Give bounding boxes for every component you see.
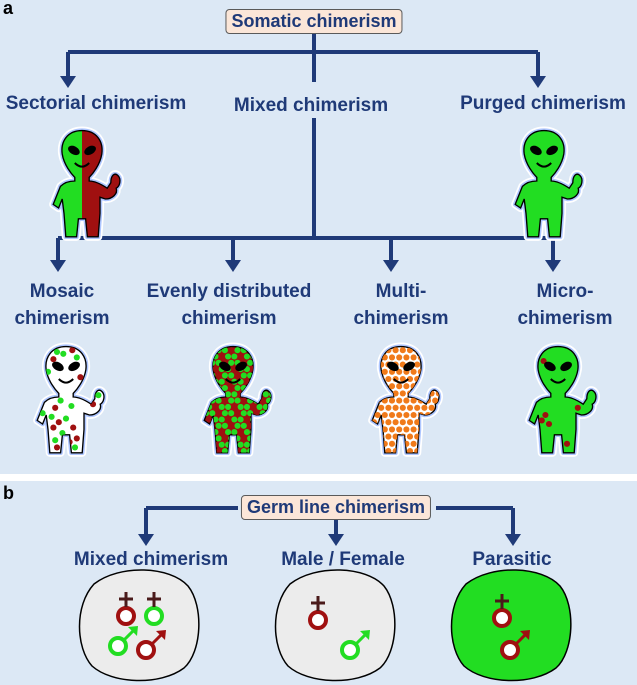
male-symbol-icon	[108, 626, 138, 656]
label-line: Micro-	[536, 281, 594, 302]
female-symbol-icon	[116, 592, 136, 626]
arrowhead-icon	[328, 534, 344, 546]
label-germ-mixed: Mixed chimerism	[73, 549, 229, 570]
germ-line-title: Germ line chimerism	[240, 495, 432, 520]
female-symbol-icon	[308, 596, 328, 630]
panel-letter-b: b	[3, 483, 14, 503]
arrowhead-icon	[545, 260, 561, 272]
arrowhead-icon	[60, 76, 76, 88]
alien-micro	[525, 342, 600, 457]
somatic-title: Somatic chimerism	[225, 9, 403, 34]
arrowhead-icon	[505, 534, 521, 546]
male-symbol-icon	[136, 630, 166, 660]
arrowhead-icon	[50, 260, 66, 272]
label-parasitic: Parasitic	[472, 549, 552, 570]
label-mosaic: Mosaic chimerism	[14, 278, 109, 332]
label-purged: Purged chimerism	[460, 93, 626, 114]
alien-multi	[368, 342, 443, 457]
germ-mixed-blob	[78, 569, 200, 682]
female-symbol-icon	[144, 592, 164, 626]
male-symbol-icon	[340, 630, 370, 660]
germ-male-female-blob	[274, 569, 396, 682]
arrowhead-icon	[225, 260, 241, 272]
label-line: chimerism	[353, 308, 449, 329]
germ-parasitic-blob	[450, 569, 572, 682]
label-mixed: Mixed chimerism	[233, 95, 389, 116]
arrowhead-icon	[530, 76, 546, 88]
arrowhead-icon	[138, 534, 154, 546]
alien-purged	[511, 126, 586, 241]
label-line: chimerism	[14, 308, 110, 329]
alien-evenly	[200, 342, 275, 457]
label-line: chimerism	[181, 308, 277, 329]
label-male-female: Male / Female	[281, 549, 405, 570]
alien-mosaic	[33, 342, 108, 457]
label-evenly: Evenly distributed chimerism	[147, 278, 312, 332]
tree-arrows	[56, 33, 555, 536]
arrowhead-icon	[383, 260, 399, 272]
male-symbol-icon	[500, 630, 530, 660]
label-multi: Multi- chimerism	[353, 278, 448, 332]
label-line: chimerism	[517, 308, 613, 329]
label-line: Evenly distributed	[146, 281, 312, 302]
label-line: Multi-	[375, 281, 427, 302]
label-micro: Micro- chimerism	[517, 278, 612, 332]
panel-letter-a: a	[3, 0, 14, 18]
alien-sectorial	[49, 126, 124, 241]
label-sectorial: Sectorial chimerism	[5, 93, 187, 114]
female-symbol-icon	[492, 594, 512, 628]
label-line: Mosaic	[29, 281, 95, 302]
